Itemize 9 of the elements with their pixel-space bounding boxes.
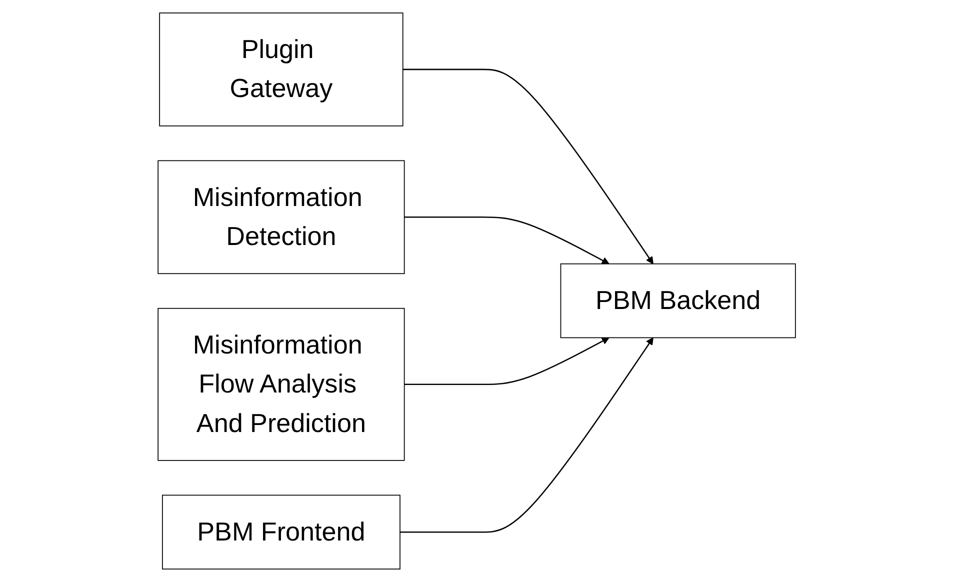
node-box: PBM Frontend [162, 494, 401, 570]
node-box: Misinformation Detection [158, 160, 406, 274]
node-box: Plugin Gateway [159, 12, 404, 126]
node-box: PBM Backend [560, 263, 796, 338]
arrow [403, 68, 654, 264]
arrow [400, 337, 654, 533]
arrow [404, 216, 610, 264]
node-box: Misinformation Flow Analysis And Prediction [158, 308, 406, 461]
arrow [404, 337, 610, 386]
